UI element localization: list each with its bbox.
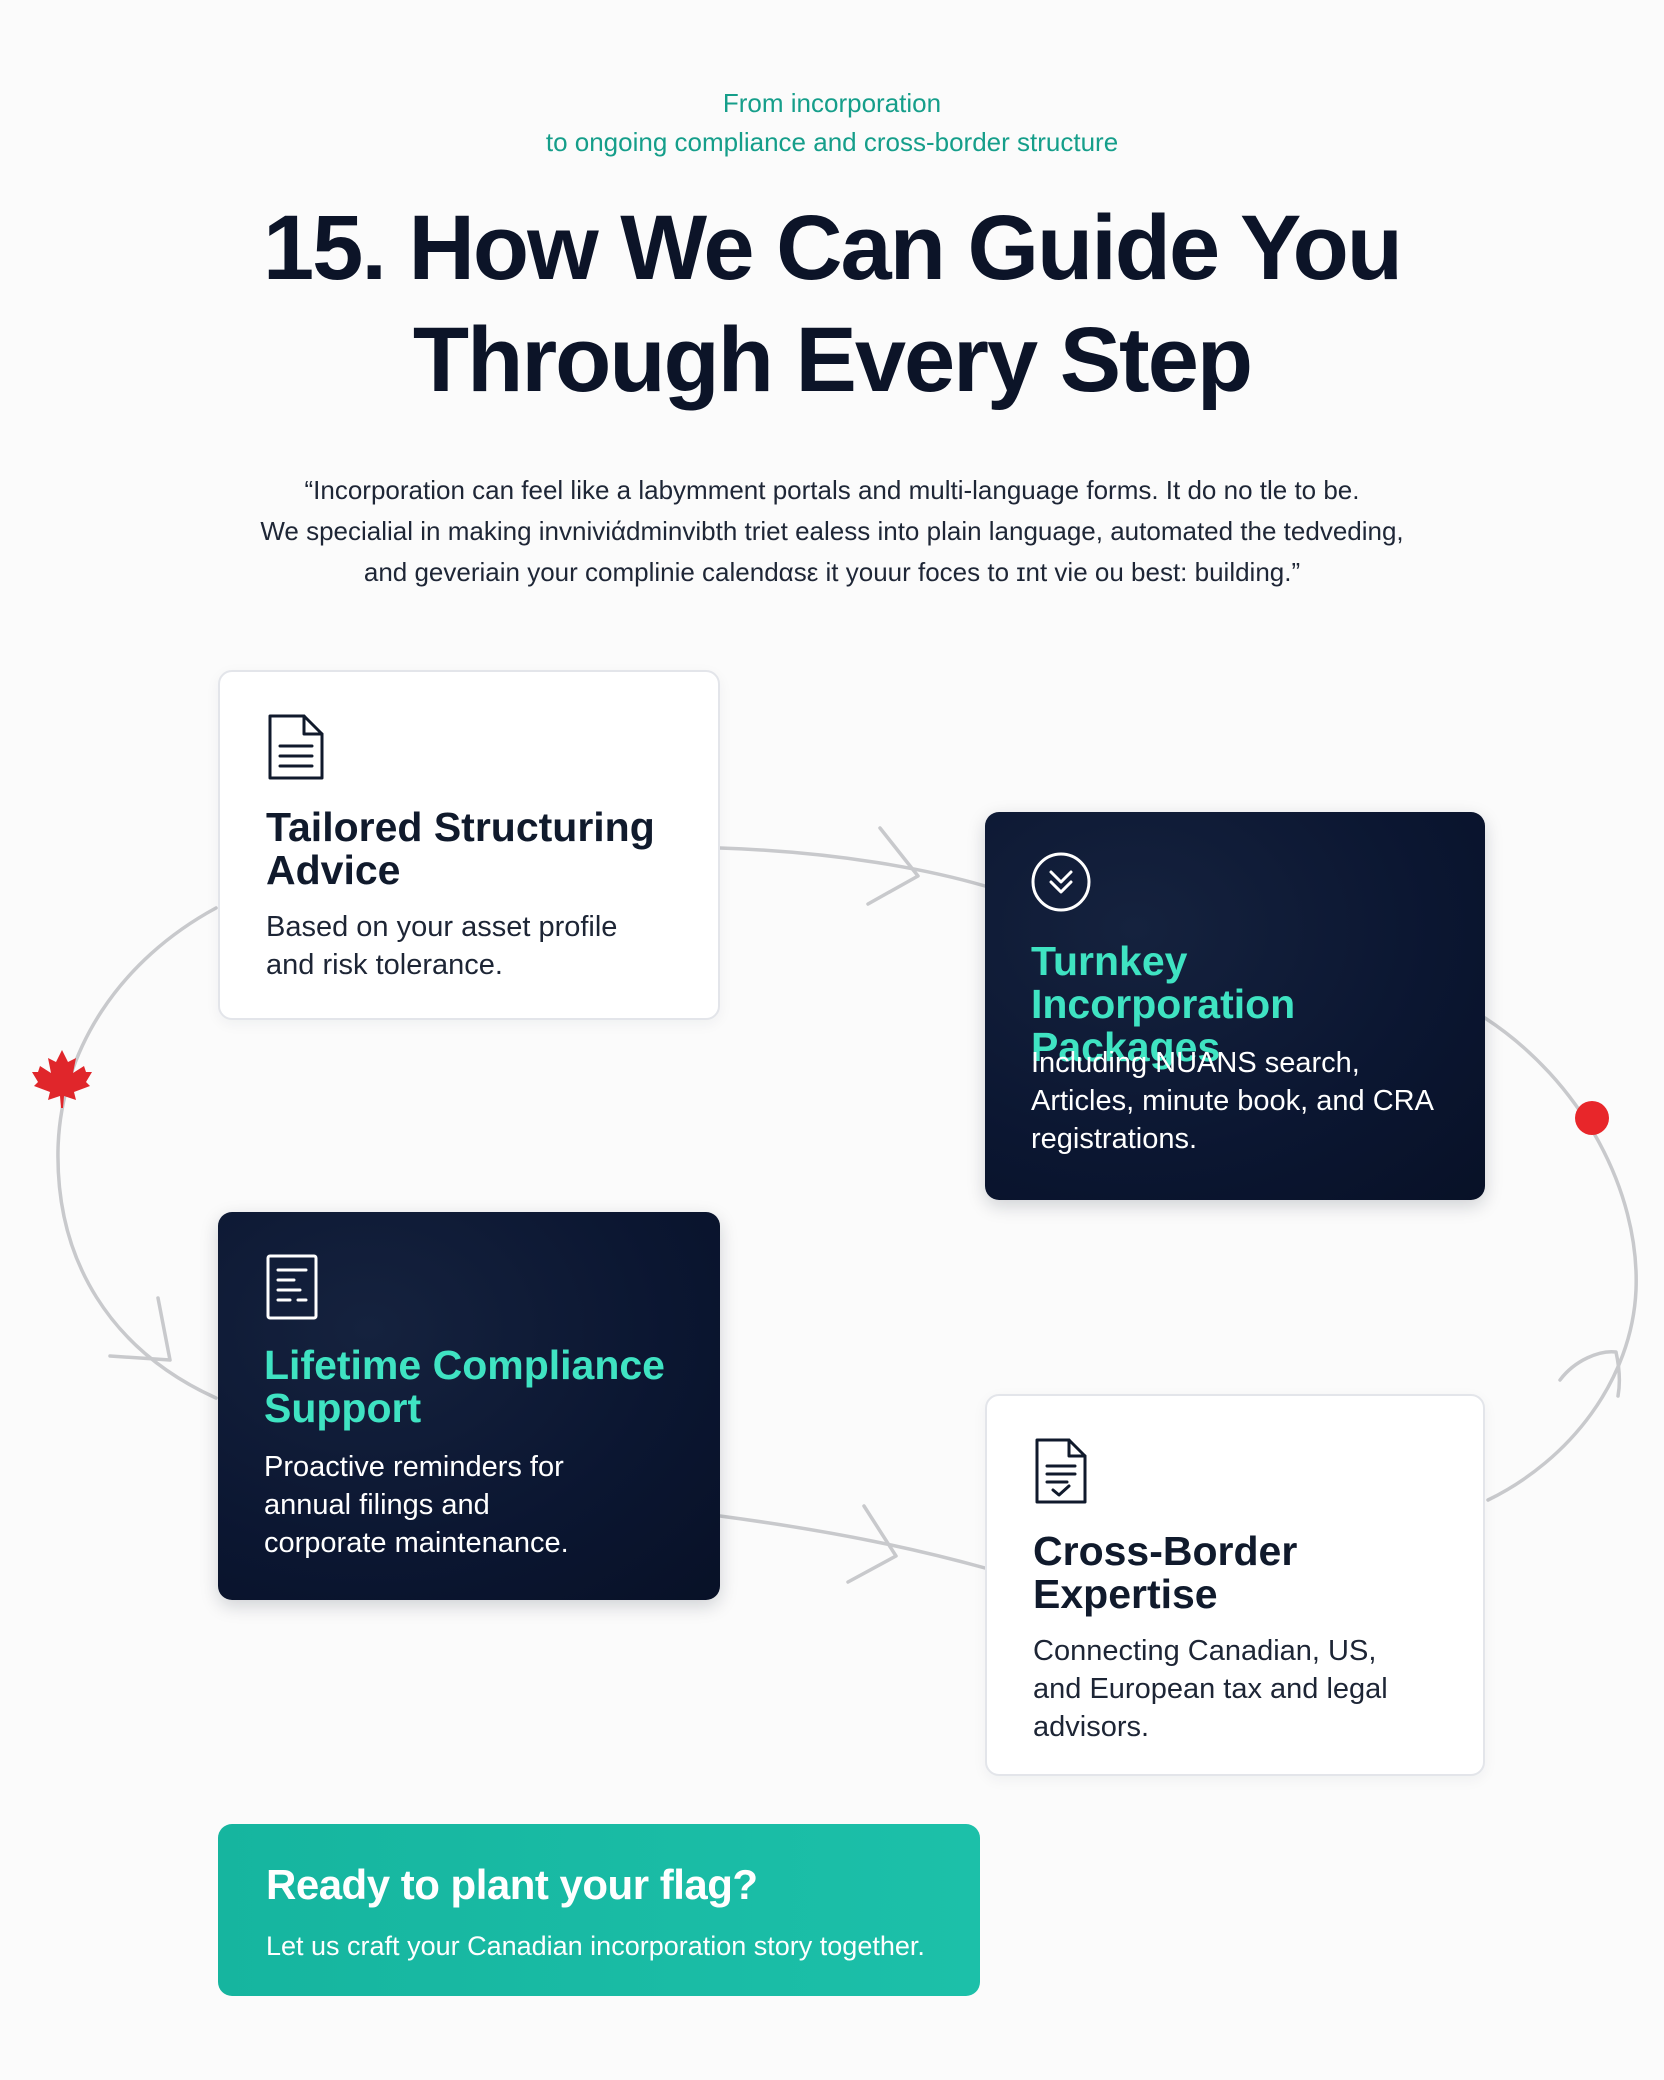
connector-1-2 — [718, 846, 987, 888]
card-title: Turnkey Incorporation Packages — [1031, 940, 1455, 1069]
arrowhead-1-3 — [108, 1296, 172, 1362]
intro-quote: “Incorporation can feel like a labymment… — [180, 470, 1484, 593]
arrowhead-1-2 — [866, 826, 920, 906]
card-desc-line-2: Articles, minute book, and CRA — [1031, 1085, 1434, 1117]
card-title: Tailored Structuring Advice — [266, 806, 688, 892]
document-icon — [268, 714, 324, 780]
card-title-line-1: Cross-Border — [1033, 1528, 1298, 1574]
card-title-line-1: Turnkey Incorporation — [1031, 938, 1296, 1027]
eyebrow: From incorporation to ongoing compliance… — [0, 84, 1664, 162]
card-title-line-2: Advice — [266, 847, 401, 893]
chevrons-down-circle-icon — [1031, 852, 1091, 912]
card-desc-line-1: Including NUANS search, — [1031, 1047, 1360, 1079]
maple-leaf-icon — [32, 1050, 92, 1108]
card-description: Connecting Canadian, US, and European ta… — [1033, 1632, 1443, 1746]
card-desc-line-1: Connecting Canadian, US, — [1033, 1635, 1377, 1667]
card-description: Based on your asset profile and risk tol… — [266, 908, 678, 984]
card-desc-line-2: and European tax and legal — [1033, 1673, 1388, 1705]
document-list-icon — [266, 1254, 318, 1320]
intro-quote-line-1: “Incorporation can feel like a labymment… — [304, 475, 1360, 505]
eyebrow-line-1: From incorporation — [722, 88, 942, 118]
card-desc-line-1: Based on your asset profile — [266, 911, 618, 943]
cta-banner[interactable]: Ready to plant your flag? Let us craft y… — [218, 1824, 980, 1996]
connector-1-3 — [56, 906, 218, 1400]
page-title-line-2: Through Every Step — [412, 309, 1253, 411]
cta-subtitle: Let us craft your Canadian incorporation… — [266, 1931, 925, 1961]
card-description: Including NUANS search, Articles, minute… — [1031, 1044, 1445, 1158]
card-title-line-1: Lifetime Compliance — [264, 1342, 665, 1388]
card-tailored-structuring[interactable]: Tailored Structuring Advice Based on you… — [218, 670, 720, 1020]
arrowhead-2-4 — [1558, 1350, 1622, 1398]
arrowhead-3-4 — [846, 1504, 898, 1584]
card-desc-line-3: advisors. — [1033, 1711, 1150, 1743]
card-title: Lifetime Compliance Support — [264, 1344, 690, 1430]
card-turnkey-incorporation[interactable]: Turnkey Incorporation Packages Including… — [985, 812, 1485, 1200]
page-title: 15. How We Can Guide You Through Every S… — [0, 192, 1664, 416]
page-title-line-1: 15. How We Can Guide You — [263, 197, 1403, 299]
card-title-line-2: Expertise — [1033, 1571, 1218, 1617]
red-dot-marker — [1575, 1101, 1609, 1135]
card-desc-line-3: corporate maintenance. — [264, 1527, 569, 1559]
card-lifetime-compliance[interactable]: Lifetime Compliance Support Proactive re… — [218, 1212, 720, 1600]
card-title-line-1: Tailored Structuring — [266, 804, 655, 850]
card-desc-line-2: and risk tolerance. — [266, 949, 503, 981]
connector-3-4 — [718, 1514, 987, 1570]
card-desc-line-2: annual filings and — [264, 1489, 490, 1521]
document-check-icon — [1035, 1438, 1087, 1504]
connector-2-4 — [1483, 1016, 1638, 1502]
intro-quote-line-3: and geveriain your complinie calendαsε i… — [363, 557, 1301, 587]
intro-quote-line-2: We specialial in making invniviάdminvibt… — [260, 516, 1404, 546]
card-description: Proactive reminders for annual filings a… — [264, 1448, 680, 1562]
card-title-line-2: Support — [264, 1385, 422, 1431]
card-title-line-2: Packages — [1031, 1024, 1221, 1070]
card-desc-line-1: Proactive reminders for — [264, 1451, 564, 1483]
cta-title: Ready to plant your flag? — [266, 1861, 758, 1908]
card-cross-border[interactable]: Cross-Border Expertise Connecting Canadi… — [985, 1394, 1485, 1776]
eyebrow-line-2: to ongoing compliance and cross-border s… — [545, 127, 1119, 157]
card-title: Cross-Border Expertise — [1033, 1530, 1453, 1616]
card-desc-line-3: registrations. — [1031, 1123, 1198, 1155]
